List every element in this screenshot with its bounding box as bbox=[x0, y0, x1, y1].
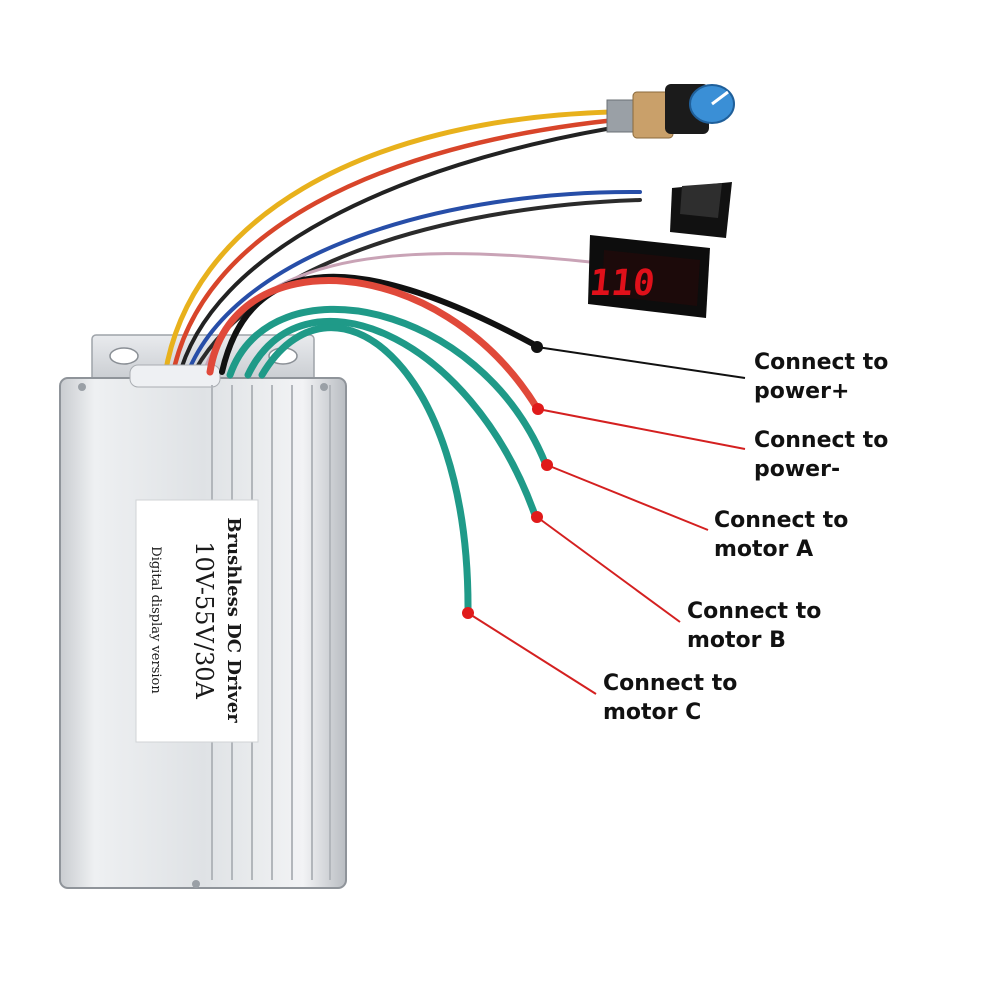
callout-leaders bbox=[467, 346, 746, 695]
dot-motor-c bbox=[462, 607, 474, 619]
callout-line2: power- bbox=[754, 457, 841, 482]
callout-line1: Connect to bbox=[603, 671, 738, 696]
product-name: Brushless DC Driver bbox=[223, 517, 244, 723]
product-label: Brushless DC Driver 10V-55V/30A Digital … bbox=[135, 499, 259, 743]
wire-motor-c bbox=[258, 324, 472, 617]
callout-power-plus: Connect to power+ bbox=[754, 348, 888, 406]
rocker-switch-icon bbox=[670, 182, 732, 238]
wire-power-minus bbox=[206, 277, 541, 412]
leader-motor-a bbox=[546, 464, 709, 531]
callout-line1: Connect to bbox=[714, 508, 849, 533]
leader-power-plus bbox=[536, 346, 746, 379]
callout-line1: Connect to bbox=[754, 428, 889, 453]
callout-line1: Connect to bbox=[754, 350, 889, 375]
leader-motor-c bbox=[467, 612, 597, 695]
leader-motor-b bbox=[536, 516, 681, 623]
callout-line2: power+ bbox=[754, 379, 850, 404]
dot-motor-a bbox=[541, 459, 553, 471]
callout-line2: motor B bbox=[687, 628, 786, 653]
callout-line1: Connect to bbox=[687, 599, 822, 624]
callout-motor-c: Connect to motor C bbox=[603, 669, 737, 727]
callout-power-minus: Connect to power- bbox=[754, 426, 888, 484]
dot-power-plus bbox=[531, 341, 543, 353]
dot-motor-b bbox=[531, 511, 543, 523]
display-readout: 110 bbox=[588, 262, 657, 304]
callout-line2: motor A bbox=[714, 537, 814, 562]
power-wires bbox=[206, 273, 550, 617]
product-version: Digital display version bbox=[148, 546, 163, 694]
potentiometer-icon bbox=[606, 84, 735, 139]
callout-line2: motor C bbox=[603, 700, 702, 725]
product-rating: 10V-55V/30A bbox=[190, 541, 218, 699]
led-display-icon: 110 bbox=[588, 235, 710, 318]
callout-motor-a: Connect to motor A bbox=[714, 506, 848, 564]
callout-motor-b: Connect to motor B bbox=[687, 597, 821, 655]
wire-motor-b bbox=[244, 318, 540, 522]
callout-dots bbox=[462, 341, 553, 619]
dot-power-minus bbox=[532, 403, 544, 415]
wire-motor-a bbox=[226, 305, 550, 469]
leader-power-minus bbox=[537, 408, 746, 450]
